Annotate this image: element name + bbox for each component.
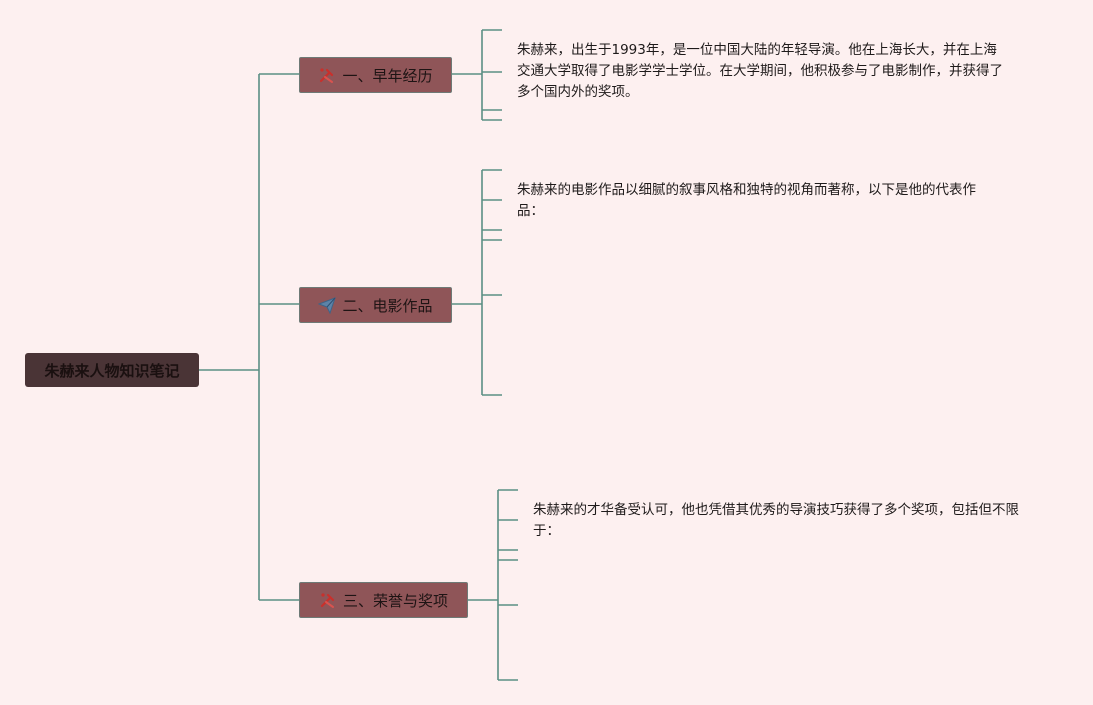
leaf-text-honors-awards[interactable]: 朱赫来的才华备受认可，他也凭借其优秀的导演技巧获得了多个奖项，包括但不限于： [533, 502, 1019, 539]
leaf-text-film-works[interactable]: 朱赫来的电影作品以细腻的叙事风格和独特的视角而著称，以下是他的代表作品： [517, 182, 976, 219]
tools-icon [319, 591, 337, 609]
branch-label: 三、荣誉与奖项 [342, 591, 448, 610]
root-node[interactable]: 朱赫来人物知识笔记 [25, 353, 199, 387]
branch-node-film-works[interactable]: 二、电影作品 [299, 287, 452, 323]
root-label: 朱赫来人物知识笔记 [44, 361, 180, 380]
paper-plane-icon [318, 296, 337, 314]
leaf-text-early-life[interactable]: 朱赫来，出生于1993年，是一位中国大陆的年轻导演。他在上海长大，并在上海交通大… [517, 42, 1003, 100]
branch-label: 二、电影作品 [342, 296, 433, 315]
tools-icon [318, 66, 336, 84]
branch-label: 一、早年经历 [342, 66, 433, 85]
branch-node-honors-awards[interactable]: 三、荣誉与奖项 [299, 582, 468, 618]
branch-node-early-life[interactable]: 一、早年经历 [299, 57, 452, 93]
